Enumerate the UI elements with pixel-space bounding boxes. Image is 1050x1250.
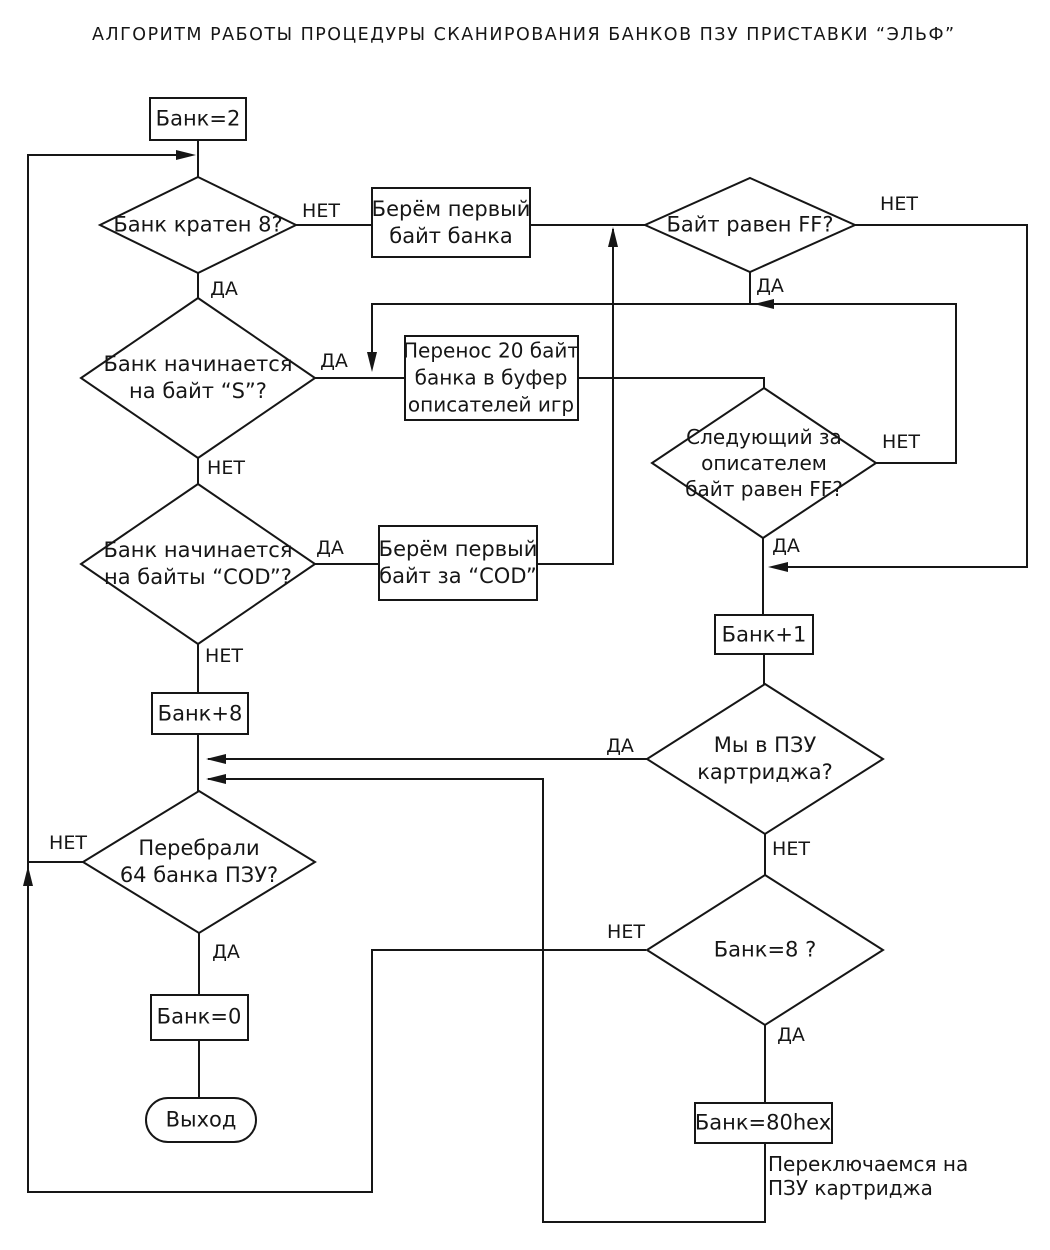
edge-label-yes-in-cartridge: ДА xyxy=(606,735,634,757)
process-start-label: Банк=2 xyxy=(155,106,241,131)
edge-bank8-no-loop xyxy=(27,154,646,1193)
edge-label-yes-starts-cod: ДА xyxy=(316,537,344,559)
arrowhead-bottom-loop-up xyxy=(23,866,33,886)
arrowhead-ffyes-left xyxy=(754,299,774,309)
decision-starts-s-label: Банк начинается на байт “S”? xyxy=(103,352,293,403)
arrowhead-into-plus1-left xyxy=(768,562,788,572)
decision-all64-label: Перебрали 64 банка ПЗУ? xyxy=(119,836,279,887)
decision-starts-cod-label: Банк начинается на байты “COD”? xyxy=(103,538,293,589)
flow-arrowheads xyxy=(23,150,788,886)
decision-in-cartridge-label: Мы в ПЗУ картриджа? xyxy=(697,733,833,784)
page-title: АЛГОРИТМ РАБОТЫ ПРОЦЕДУРЫ СКАНИРОВАНИЯ Б… xyxy=(92,25,956,45)
edge-label-no-all64: НЕТ xyxy=(49,832,87,854)
process-bank-zero-label: Банк=0 xyxy=(156,1004,242,1029)
process-start-shape xyxy=(149,97,247,141)
decision-all64-shape xyxy=(81,789,317,935)
process-copy-descriptor-shape xyxy=(404,335,579,421)
flow-lines xyxy=(27,140,1028,1223)
decision-byte-ff-shape xyxy=(642,176,858,274)
decision-multiple8-shape xyxy=(97,175,299,275)
decision-starts-s-shape xyxy=(79,296,317,460)
decision-next-ff-shape xyxy=(650,386,878,540)
edge-label-yes-all64: ДА xyxy=(212,941,240,963)
terminator-exit-label: Выход xyxy=(165,1107,237,1132)
process-bank-plus8-shape xyxy=(151,692,249,735)
node-shapes xyxy=(79,97,885,1144)
cartridge-switch-annotation: Переключаемся на ПЗУ картриджа xyxy=(768,1152,969,1200)
process-take-byte-after-cod-shape xyxy=(378,525,538,601)
process-bank-zero-shape xyxy=(150,994,249,1041)
arrowhead-into-byteff-up xyxy=(608,227,618,247)
edge-label-yes-byte-ff: ДА xyxy=(756,275,784,297)
edge-label-no-starts-cod: НЕТ xyxy=(205,645,243,667)
edge-label-no-starts-s: НЕТ xyxy=(207,457,245,479)
edge-label-yes-starts-s: ДА xyxy=(320,350,348,372)
decision-bank8-shape xyxy=(645,873,885,1027)
decision-in-cartridge-shape xyxy=(645,682,885,836)
process-bank-plus8-label: Банк+8 xyxy=(157,701,243,726)
edge-label-yes-bank8: ДА xyxy=(777,1024,805,1046)
process-take-byte-after-cod-label: Берём первый байт за “COD” xyxy=(378,537,538,588)
edge-label-no-next-ff: НЕТ xyxy=(882,431,920,453)
arrowhead-cartridge-yes-left xyxy=(206,754,226,764)
edge-label-no-byte-ff: НЕТ xyxy=(880,193,918,215)
decision-next-ff-label: Следующий за описателем байт равен FF? xyxy=(685,425,843,501)
decision-starts-cod-shape xyxy=(79,482,317,646)
arrowhead-top-loop-right xyxy=(176,150,196,160)
edge-byteff-no-loop xyxy=(772,224,1028,568)
terminator-exit-shape xyxy=(145,1097,257,1143)
edge-copy-to-nextff xyxy=(578,377,765,388)
arrowhead-80hex-return-left xyxy=(206,774,226,784)
process-bank-80hex-shape xyxy=(694,1102,833,1144)
edge-label-no-in-cartridge: НЕТ xyxy=(772,838,810,860)
edge-takecod-to-byteff xyxy=(537,229,614,565)
process-bank-plus1-shape xyxy=(714,614,814,655)
decision-bank8-label: Банк=8 ? xyxy=(713,937,817,962)
process-bank-80hex-label: Банк=80hex xyxy=(694,1110,832,1135)
edge-label-no-multiple8: НЕТ xyxy=(302,200,340,222)
edge-label-no-bank8: НЕТ xyxy=(607,921,645,943)
edge-label-yes-multiple8: ДА xyxy=(210,278,238,300)
arrowhead-into-copy-down xyxy=(367,352,377,372)
process-take-first-byte-label: Берём первый байт банка xyxy=(371,197,531,248)
edge-label-yes-next-ff: ДА xyxy=(772,535,800,557)
process-bank-plus1-label: Банк+1 xyxy=(721,622,807,647)
decision-multiple8-label: Банк кратен 8? xyxy=(113,212,283,237)
edge-nextff-no-loop xyxy=(371,303,957,464)
decision-byte-ff-label: Байт равен FF? xyxy=(666,212,834,237)
edge-80hex-return-loop xyxy=(208,778,766,1223)
process-copy-descriptor-label: Перенос 20 байт банка в буфер описателей… xyxy=(402,338,580,417)
process-take-first-byte-shape xyxy=(371,187,531,258)
